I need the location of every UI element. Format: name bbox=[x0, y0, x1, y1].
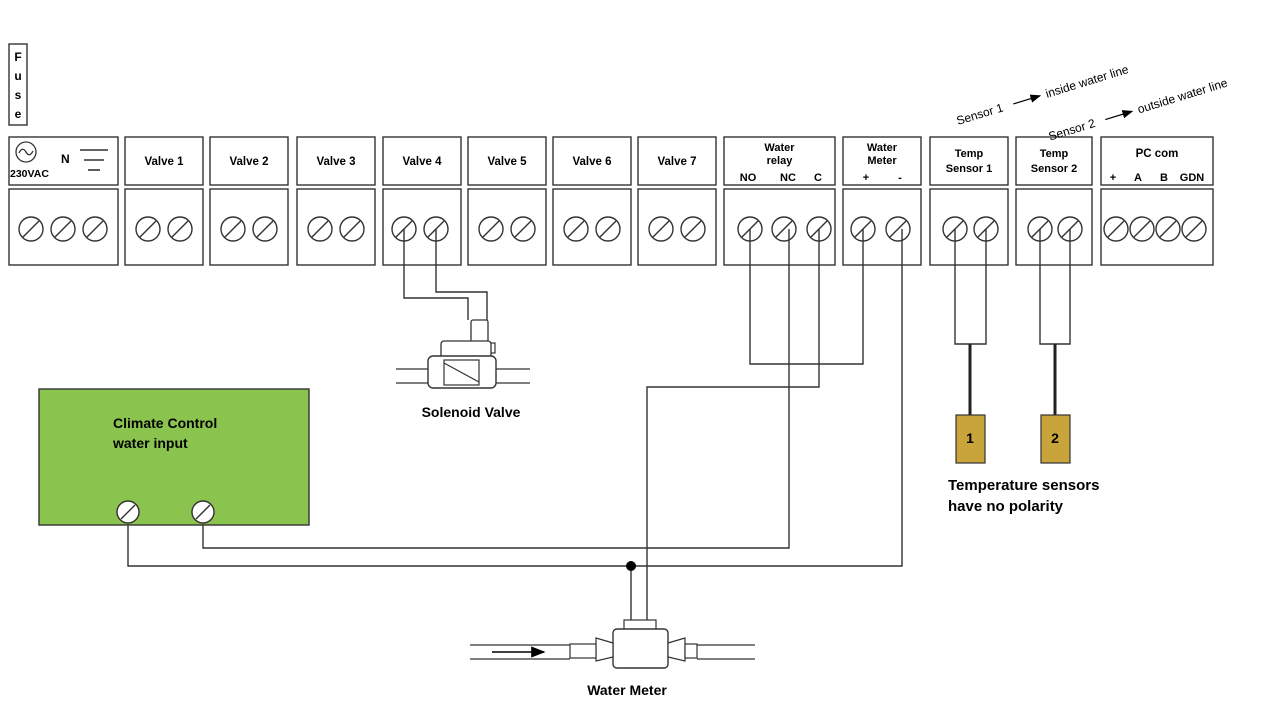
fuse-letter: F bbox=[14, 50, 21, 64]
power-block: N 230VAC bbox=[8, 136, 119, 186]
module-title: Valve 5 bbox=[487, 156, 527, 168]
terminal-screw bbox=[510, 216, 536, 242]
pin-label: NC bbox=[780, 172, 796, 184]
terminal-screw bbox=[116, 500, 140, 524]
terminal-screw bbox=[167, 216, 193, 242]
module-title: PC com bbox=[1136, 148, 1179, 160]
module-title: Sensor 1 bbox=[946, 163, 992, 175]
sensor-1-label: Sensor 1 bbox=[955, 100, 1005, 128]
terminal-screw bbox=[18, 216, 44, 242]
pin-label: C bbox=[814, 172, 822, 184]
module-title: Meter bbox=[867, 155, 897, 167]
voltage-label: 230VAC bbox=[10, 168, 49, 180]
wire bbox=[127, 229, 903, 567]
module-title: Water bbox=[764, 142, 795, 154]
probe-number: 2 bbox=[1051, 430, 1059, 446]
pin-label: B bbox=[1160, 172, 1168, 184]
temperature-probe-1: 1 bbox=[955, 414, 986, 464]
module-title: Valve 3 bbox=[316, 156, 355, 168]
fuse-block: F u s e bbox=[8, 43, 28, 126]
module-title: Temp bbox=[955, 148, 984, 160]
pin-label: + bbox=[1110, 172, 1116, 184]
pin-label: A bbox=[1134, 172, 1142, 184]
module-title: Temp bbox=[1040, 148, 1069, 160]
terminal-screw bbox=[771, 216, 797, 242]
module-valve-7: Valve 7 bbox=[637, 136, 717, 266]
wire bbox=[435, 229, 488, 320]
pin-label: NO bbox=[740, 172, 757, 184]
module-title: Valve 4 bbox=[402, 156, 442, 168]
terminal-screw bbox=[563, 216, 589, 242]
water-meter-label: Water Meter bbox=[587, 682, 667, 698]
terminal-screw bbox=[50, 216, 76, 242]
sensor-1-target: inside water line bbox=[1044, 62, 1131, 101]
climate-control-title: Climate Control bbox=[113, 415, 217, 431]
terminal-screw bbox=[82, 216, 108, 242]
module-pc-com: PC com + A B GDN bbox=[1100, 136, 1214, 266]
terminal-screw bbox=[1155, 216, 1181, 242]
module-title: Valve 7 bbox=[657, 156, 696, 168]
ac-symbol-icon bbox=[15, 141, 37, 163]
terminal-screw bbox=[1129, 216, 1155, 242]
module-title: relay bbox=[767, 155, 794, 167]
power-terminal-block bbox=[8, 188, 119, 266]
terminal-modules: Valve 1 Valve 2 Valve 3 Valve 4 Valve 5 Valve… bbox=[8, 136, 1214, 266]
solenoid-valve-label: Solenoid Valve bbox=[422, 404, 521, 420]
probe-number: 1 bbox=[966, 430, 974, 446]
sensor-2-target: outside water line bbox=[1136, 76, 1230, 117]
pin-label: - bbox=[898, 172, 902, 184]
terminal-screw bbox=[191, 500, 215, 524]
module-title: Valve 2 bbox=[229, 156, 268, 168]
terminal-screw bbox=[595, 216, 621, 242]
ground-icon bbox=[80, 149, 108, 171]
fuse-letter: e bbox=[15, 107, 22, 121]
pin-label: + bbox=[863, 172, 869, 184]
wire bbox=[749, 229, 864, 365]
sensor-1-annotation: Sensor 1 inside water line bbox=[955, 62, 1131, 128]
temperature-probe-2: 2 bbox=[1040, 414, 1071, 464]
terminal-screw bbox=[220, 216, 246, 242]
module-title: Valve 6 bbox=[572, 156, 611, 168]
terminal-screw bbox=[307, 216, 333, 242]
climate-control-box: Climate Control water input bbox=[38, 388, 310, 526]
water-meter: Water Meter bbox=[470, 619, 755, 698]
arrow-icon bbox=[1105, 110, 1134, 121]
temperature-note-line-2: have no polarity bbox=[948, 498, 1064, 515]
terminal-screw bbox=[339, 216, 365, 242]
terminal-screw bbox=[478, 216, 504, 242]
module-valve-2: Valve 2 bbox=[209, 136, 289, 266]
arrow-icon bbox=[1013, 94, 1042, 105]
wire bbox=[202, 229, 790, 549]
neutral-label: N bbox=[61, 152, 70, 166]
wiring bbox=[127, 229, 1071, 626]
module-title: Sensor 2 bbox=[1031, 163, 1077, 175]
terminal-screw bbox=[885, 216, 911, 242]
fuse-letter: u bbox=[14, 69, 21, 83]
module-valve-4: Valve 4 bbox=[382, 136, 462, 266]
module-valve-5: Valve 5 bbox=[467, 136, 547, 266]
module-title: Water bbox=[867, 142, 898, 154]
terminal-screw bbox=[1181, 216, 1207, 242]
climate-control-subtitle: water input bbox=[112, 435, 188, 451]
junction-dot bbox=[626, 561, 636, 571]
terminal-screw bbox=[135, 216, 161, 242]
terminal-screw bbox=[1103, 216, 1129, 242]
module-title: Valve 1 bbox=[144, 156, 184, 168]
module-valve-1: Valve 1 bbox=[124, 136, 204, 266]
pin-label: GDN bbox=[1180, 172, 1205, 184]
terminal-screw bbox=[252, 216, 278, 242]
module-valve-3: Valve 3 bbox=[296, 136, 376, 266]
module-valve-6: Valve 6 bbox=[552, 136, 632, 266]
wire bbox=[646, 229, 820, 626]
wire bbox=[403, 229, 469, 320]
solenoid-valve: Solenoid Valve bbox=[396, 319, 530, 420]
fuse-letter: s bbox=[15, 88, 22, 102]
terminal-screw bbox=[680, 216, 706, 242]
temperature-note-line-1: Temperature sensors bbox=[948, 477, 1099, 494]
terminal-screw bbox=[648, 216, 674, 242]
